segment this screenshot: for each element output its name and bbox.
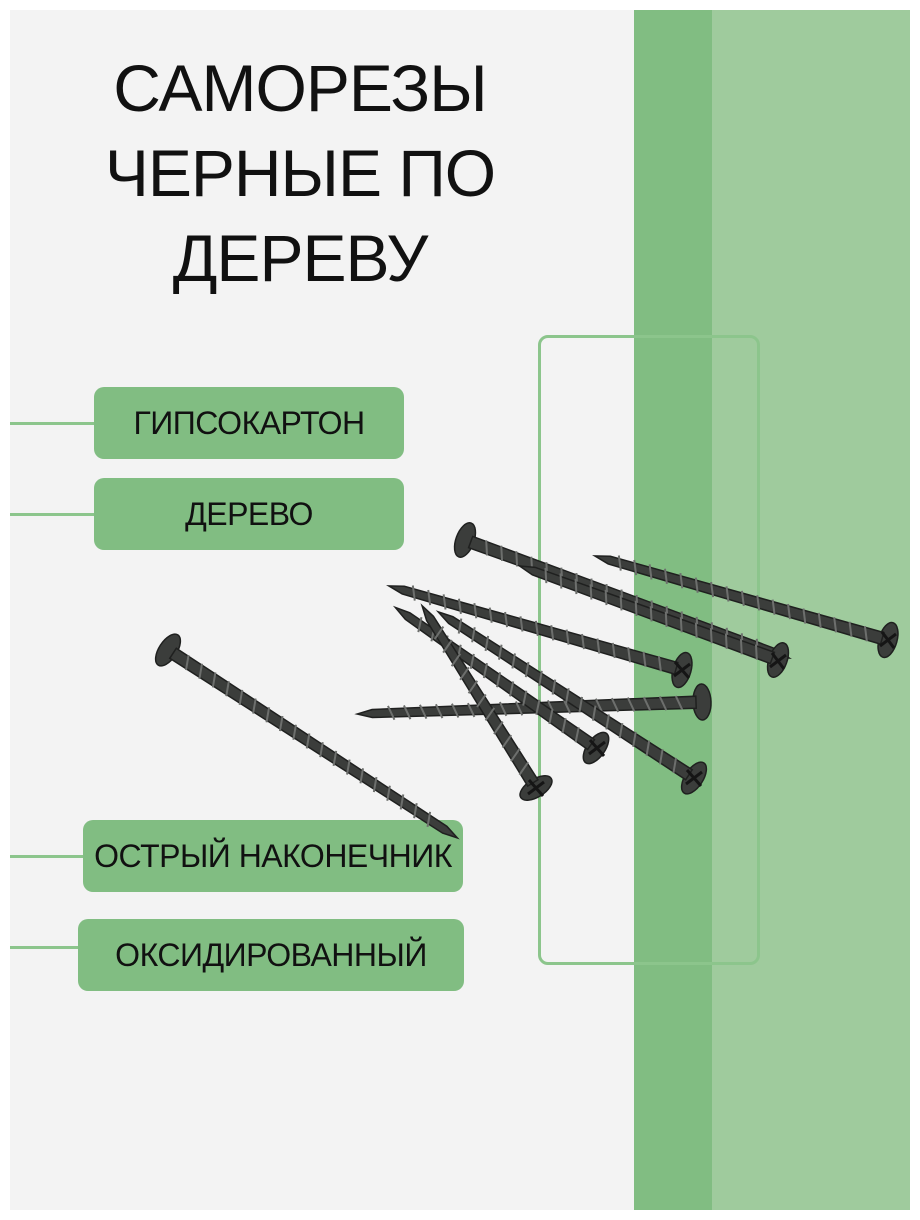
title-line-1: САМОРЕЗЫ xyxy=(113,51,487,125)
feature-tag-sharp-tip: ОСТРЫЙ НАКОНЕЧНИК xyxy=(83,820,463,892)
feature-tag-wood: ДЕРЕВО xyxy=(94,478,404,550)
feature-label-oxidized: ОКСИДИРОВАННЫЙ xyxy=(115,936,427,973)
product-title: САМОРЕЗЫ ЧЕРНЫЕ ПО ДЕРЕВУ xyxy=(100,46,500,301)
product-card: САМОРЕЗЫ ЧЕРНЫЕ ПО ДЕРЕВУ ГИПСОКАРТОН ДЕ… xyxy=(10,10,910,1210)
feature-tag-drywall: ГИПСОКАРТОН xyxy=(94,387,404,459)
title-line-3: ДЕРЕВУ xyxy=(172,221,429,295)
screw-group xyxy=(154,522,899,840)
screw-2 xyxy=(453,522,792,659)
connector-line-wood xyxy=(10,513,100,516)
feature-label-drywall: ГИПСОКАРТОН xyxy=(133,404,365,441)
connector-line-sharp-tip xyxy=(10,855,88,858)
feature-tag-oxidized: ОКСИДИРОВАННЫЙ xyxy=(78,919,464,991)
green-stripe-light xyxy=(712,10,910,1210)
feature-label-wood: ДЕРЕВО xyxy=(185,495,313,532)
black-wood-screws-icon xyxy=(154,522,899,840)
screw-8 xyxy=(420,603,553,801)
screw-1 xyxy=(154,633,460,840)
screw-head-slots xyxy=(527,631,897,797)
screw-9 xyxy=(435,610,708,795)
feature-label-sharp-tip: ОСТРЫЙ НАКОНЕЧНИК xyxy=(94,837,452,874)
title-line-2: ЧЕРНЫЕ ПО xyxy=(104,136,496,210)
connector-line-oxidized xyxy=(10,946,82,949)
connector-line-drywall xyxy=(10,422,100,425)
